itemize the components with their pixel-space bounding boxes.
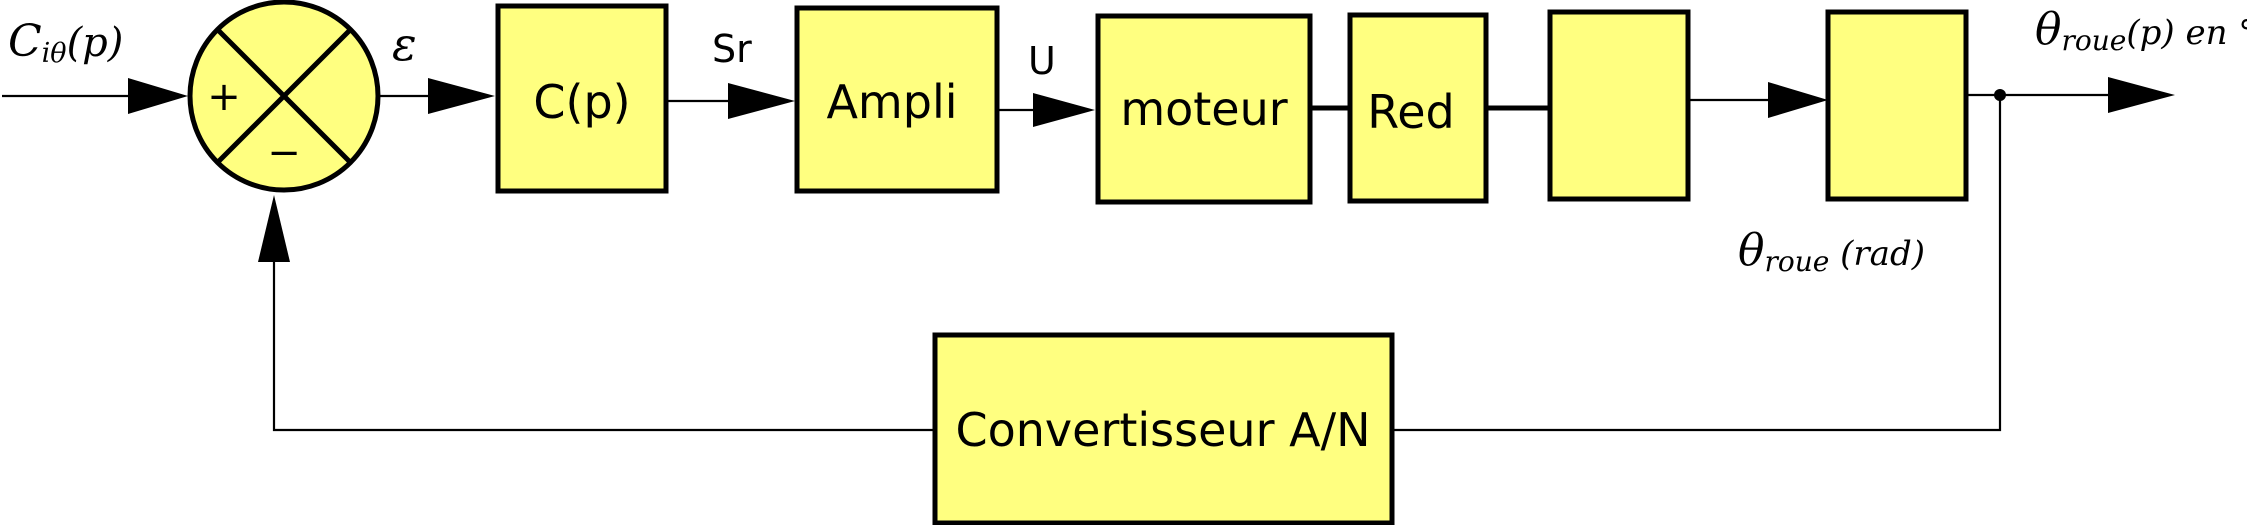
output-label: θroue(p) en ° (2035, 4, 2247, 57)
unlabeled-block-1 (1547, 9, 1691, 202)
minus-sign: − (267, 130, 301, 176)
u-signal (997, 93, 1095, 127)
input-signal (2, 78, 188, 114)
converter-block: Convertisseur A/N (932, 332, 1395, 525)
reducer-block: Red (1347, 12, 1489, 204)
plus-sign: + (207, 74, 241, 120)
motor-label: moteur (1120, 82, 1287, 136)
feedback-path (258, 95, 2002, 432)
motor-block: moteur (1095, 13, 1313, 205)
input-label: Ciθ(p) (8, 16, 123, 69)
output-signal (1966, 77, 2175, 113)
controller-label: C(p) (533, 75, 630, 129)
amplifier-block: Ampli (794, 5, 1000, 194)
rad-label: θroue (rad) (1738, 225, 1925, 278)
reducer-label: Red (1367, 85, 1454, 139)
summing-junction: + − (187, 0, 381, 193)
amplifier-label: Ampli (826, 75, 957, 129)
controller-block: C(p) (495, 3, 669, 194)
block4-block5-signal (1688, 82, 1828, 118)
unlabeled-block-2 (1825, 9, 1969, 202)
error-signal (378, 78, 495, 114)
sr-signal (666, 83, 795, 119)
u-label: U (1028, 39, 1056, 83)
sr-label: Sr (712, 27, 752, 71)
error-label: ε (392, 17, 417, 71)
converter-label: Convertisseur A/N (956, 403, 1371, 457)
